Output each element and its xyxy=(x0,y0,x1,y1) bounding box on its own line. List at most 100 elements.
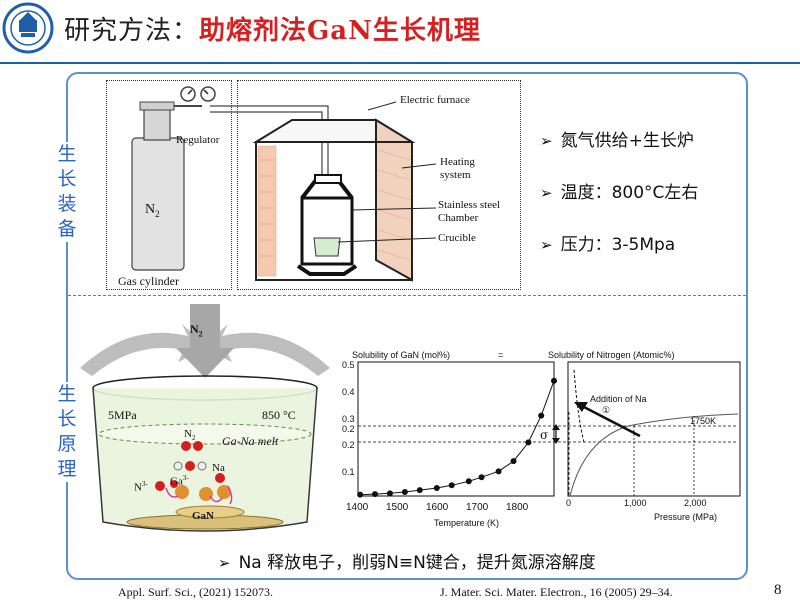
x-tick: 1700 xyxy=(466,502,489,513)
page-number: 8 xyxy=(774,582,782,598)
heating-system-label-1: Heating xyxy=(440,156,475,168)
bottom-bullet-text: Na 释放电子，削弱N≡N键合，提升氮源溶解度 xyxy=(238,553,596,573)
bullet-text: 温度：800°C左右 xyxy=(560,183,699,203)
addition-annotation: Addition of Na xyxy=(590,394,647,404)
chart1-point xyxy=(478,474,485,481)
equipment-label: 生长装备 xyxy=(57,143,77,240)
n2-arrow: N xyxy=(190,322,199,336)
gas-cylinder-label: Gas cylinder xyxy=(118,274,179,288)
chart1-point xyxy=(551,377,557,384)
y-tick: 0.1 xyxy=(342,467,355,477)
addition-arrow xyxy=(581,404,641,438)
y-tick: 0.4 xyxy=(342,387,355,397)
section-label-equipment: 生长装备 xyxy=(54,142,80,242)
regulator-label: Regulator xyxy=(176,134,220,146)
n2-arrow-sub: 2 xyxy=(198,329,203,339)
university-seal-icon xyxy=(2,2,54,54)
electric-furnace-label: Electric furnace xyxy=(400,94,470,106)
chart1-point xyxy=(465,478,472,485)
section-divider xyxy=(68,295,746,296)
left-flow-arrow xyxy=(80,324,208,376)
cylinder-valve xyxy=(143,107,171,141)
y-tick: 0.2 xyxy=(342,440,355,450)
sigma-annotation: σ xyxy=(540,428,549,442)
ga-sup: 3- xyxy=(182,474,189,482)
chamber-label-1: Stainless steel xyxy=(438,199,501,211)
chart1-point xyxy=(357,491,364,498)
n2-mol: N xyxy=(184,428,192,440)
bullet-text: 氮气供给+生长炉 xyxy=(560,131,694,151)
bullet-pressure: ➢ 压力：3-5Mpa xyxy=(540,230,675,255)
bullet-arrow-icon: ➢ xyxy=(540,236,553,254)
y-tick: 0.2 xyxy=(342,424,355,434)
y-tick: 0.3 xyxy=(342,414,355,424)
chart2-curve-na xyxy=(573,369,585,443)
n2-down-arrow xyxy=(176,304,234,378)
chart1-xlabel: Temperature (K) xyxy=(434,518,500,528)
y-tick: 0.5 xyxy=(342,360,355,370)
title-main: 研究方法： xyxy=(64,16,200,46)
x-tick: 1800 xyxy=(506,502,529,513)
n3-label: N3- xyxy=(134,480,148,494)
chart1-point xyxy=(495,468,502,475)
cylinder-gas-sub: 2 xyxy=(155,208,160,219)
bullet-text: 压力：3-5Mpa xyxy=(560,235,676,255)
x-tick: 1,000 xyxy=(624,498,647,508)
chart1-title: Solubility of GaN (mol%) xyxy=(352,350,451,360)
x-tick: 1600 xyxy=(426,502,449,513)
header-rule xyxy=(0,62,800,64)
na-label: Na xyxy=(212,462,225,474)
apparatus-diagram xyxy=(131,86,437,282)
chart2-curve-1750k xyxy=(569,413,739,497)
chart1-point xyxy=(416,487,423,494)
n2-arrow-label: N2 xyxy=(190,322,203,338)
crucible-label: Crucible xyxy=(438,232,476,244)
x-tick: 1400 xyxy=(346,502,369,513)
right-flow-arrow xyxy=(202,324,330,376)
chart1-point xyxy=(510,458,517,465)
chart2-xlabel: Pressure (MPa) xyxy=(654,512,718,522)
chart1-axes xyxy=(357,361,555,497)
chart1-point xyxy=(433,484,440,491)
n-sup: 3- xyxy=(141,480,148,488)
bullet-arrow-icon: ➢ xyxy=(540,184,553,202)
n-text: N xyxy=(134,481,142,494)
heating-system-label-2: system xyxy=(440,169,471,181)
x-tick: 1500 xyxy=(386,502,409,513)
cylinder-gas: N xyxy=(145,202,156,217)
bullet-arrow-icon: ➢ xyxy=(540,132,553,150)
ga-label: Ga3- xyxy=(170,474,189,488)
growth-principle-diagram xyxy=(80,304,330,532)
circle-one-annotation: ① xyxy=(602,405,611,415)
chart1-curve xyxy=(360,380,555,496)
n2-mol-sub: 2 xyxy=(191,434,196,443)
solubility-charts xyxy=(357,361,741,498)
gan-label: GaN xyxy=(192,510,214,522)
chart1-point xyxy=(538,412,545,419)
x-tick: 2,000 xyxy=(684,498,707,508)
bullet-temperature: ➢ 温度：800°C左右 xyxy=(540,178,698,203)
melt-label: Ga-Na melt xyxy=(222,434,279,448)
chart2-axes xyxy=(567,361,741,497)
gas-cylinder-box xyxy=(106,80,232,290)
content-frame xyxy=(66,72,748,580)
title-highlight: 助熔剂法GaN生长机理 xyxy=(199,16,481,46)
chart1-point xyxy=(401,488,408,495)
equals-sign: = xyxy=(498,350,504,360)
reference-left: Appl. Surf. Sci., (2021) 152073. xyxy=(118,585,273,599)
pressure-label: 5MPa xyxy=(108,408,137,422)
n2-molecule-label: N2 xyxy=(184,428,195,442)
cylinder-gas-label: N2 xyxy=(145,202,160,219)
bullet-gas-supply: ➢ 氮气供给+生长炉 xyxy=(540,126,694,151)
bullet-arrow-icon: ➢ xyxy=(218,554,231,572)
principle-label: 生长原理 xyxy=(57,383,77,480)
chart1-point xyxy=(386,490,393,497)
bottom-bullet: ➢ Na 释放电子，削弱N≡N键合，提升氮源溶解度 xyxy=(218,548,596,573)
furnace-box xyxy=(237,80,521,290)
chart1-point xyxy=(372,491,379,498)
reference-right: J. Mater. Sci. Mater. Electron., 16 (200… xyxy=(440,585,673,599)
chamber-label-2: Chamber xyxy=(438,212,479,224)
section-label-principle: 生长原理 xyxy=(54,382,80,482)
curve-1750k-label: 1750K xyxy=(690,416,717,426)
x-tick: 0 xyxy=(566,498,572,508)
